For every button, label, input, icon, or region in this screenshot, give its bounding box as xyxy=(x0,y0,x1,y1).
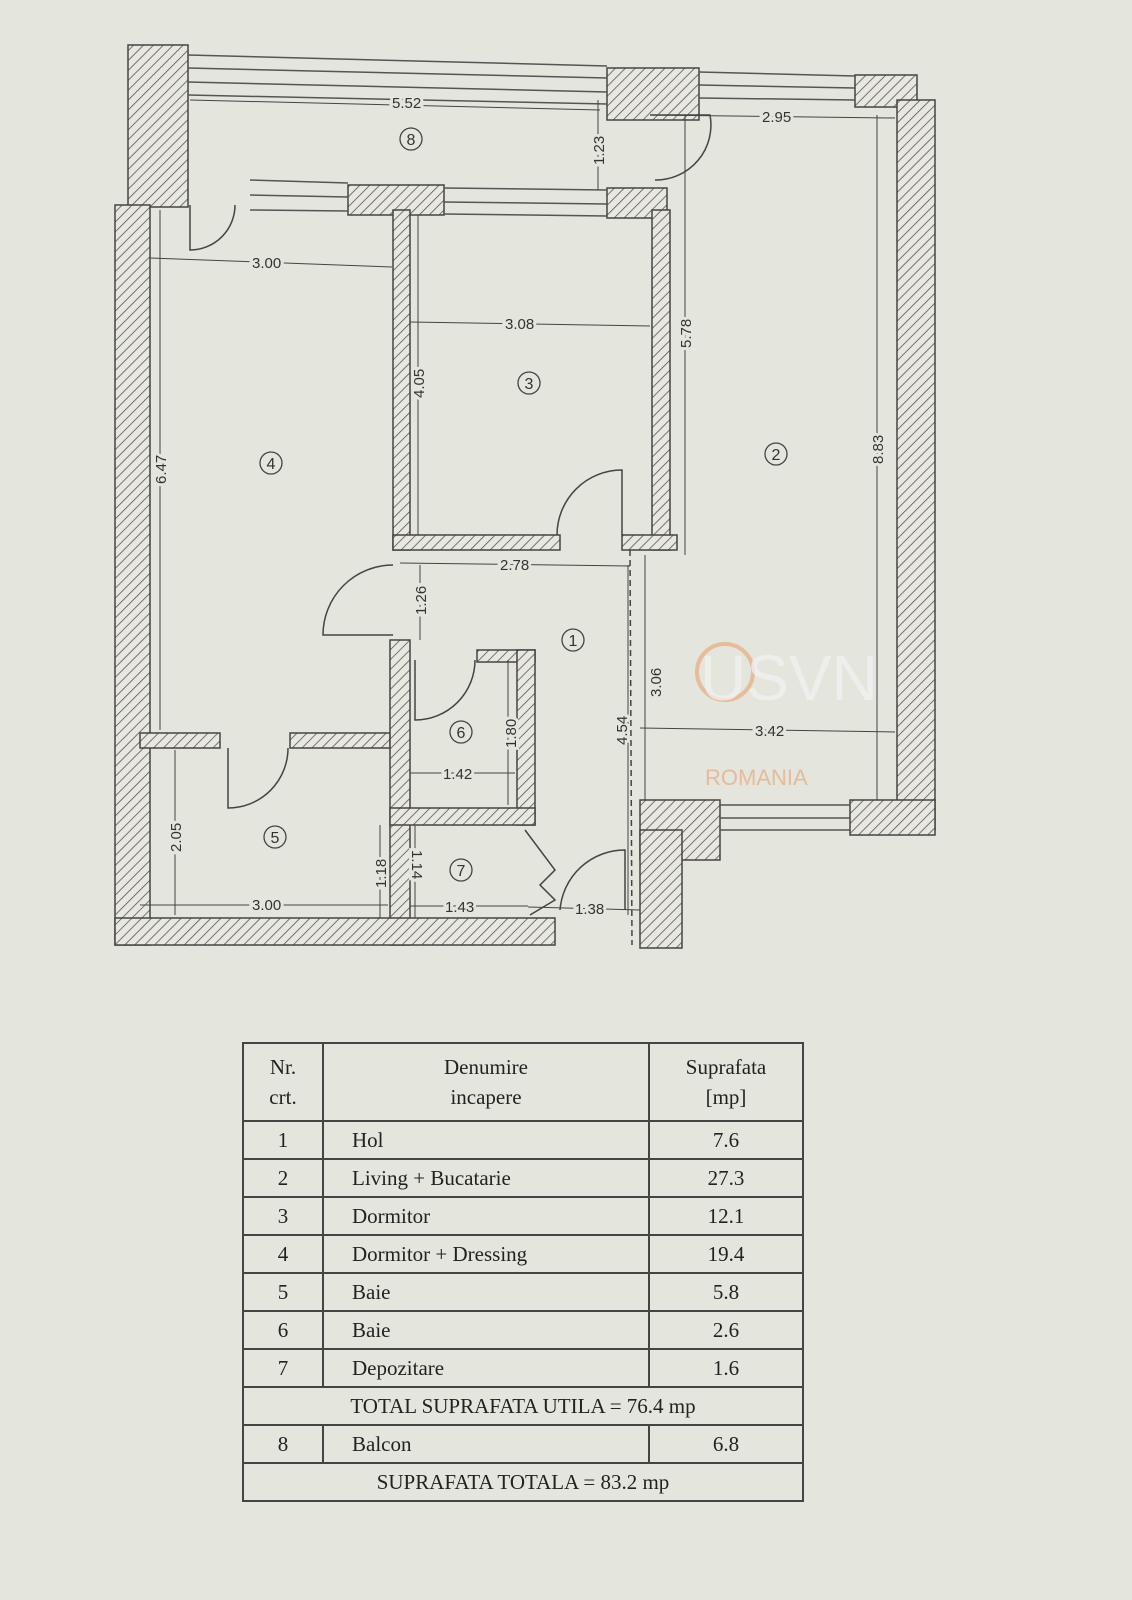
dim-label: 6.47 xyxy=(153,455,170,484)
header-text: Denumire xyxy=(444,1054,528,1079)
dim-label: 5.52 xyxy=(392,95,421,112)
room-number: 3 xyxy=(525,376,534,393)
cell-name: Hol xyxy=(322,1120,650,1160)
room-numbers xyxy=(259,127,788,882)
cell-area: 2.6 xyxy=(648,1310,804,1350)
dimension-lines xyxy=(140,99,896,918)
dim-label: 1.26 xyxy=(413,586,430,615)
header-text: Nr. xyxy=(269,1054,297,1079)
cell-nr: 7 xyxy=(242,1348,324,1388)
watermark-logo-icon xyxy=(695,642,755,702)
dim-label: 2.78 xyxy=(500,557,529,574)
dim-label: 4.05 xyxy=(411,369,428,398)
cell-nr: 4 xyxy=(242,1234,324,1274)
header-text: Suprafata xyxy=(685,1054,767,1079)
dimension-labels: 5.52 2.95 1.23 3.00 3.08 5.78 4.05 6.47 … xyxy=(150,92,890,921)
table-header: Nr. crt. Denumire incapere Suprafata [mp] xyxy=(242,1042,804,1122)
windows-railing xyxy=(187,54,856,831)
dim-label: 1.23 xyxy=(591,136,608,165)
watermark: USVN ROMANIA xyxy=(695,642,878,790)
dim-label: 3.42 xyxy=(755,723,784,740)
floor-plan: 5.52 2.95 1.23 3.00 3.08 5.78 4.05 6.47 … xyxy=(114,44,936,949)
room-number: 7 xyxy=(457,863,466,880)
dim-label: 1.42 xyxy=(443,766,472,783)
room-number: 5 xyxy=(271,830,280,847)
cell-nr: 3 xyxy=(242,1196,324,1236)
header-area: Suprafata [mp] xyxy=(648,1042,804,1122)
dim-label: 5.78 xyxy=(678,319,695,348)
room-number: 2 xyxy=(772,447,781,464)
doors xyxy=(189,114,712,946)
walls xyxy=(114,44,936,949)
room-number: 1 xyxy=(569,633,578,650)
dim-label: 2.05 xyxy=(168,823,185,852)
total-util: TOTAL SUPRAFATA UTILA = 76.4 mp xyxy=(242,1386,804,1426)
watermark-brand: USVN xyxy=(700,642,878,714)
cell-nr: 5 xyxy=(242,1272,324,1312)
cell-nr: 2 xyxy=(242,1158,324,1198)
cell-area: 5.8 xyxy=(648,1272,804,1312)
dim-label: 3.08 xyxy=(505,316,534,333)
header-nr: Nr. crt. xyxy=(242,1042,324,1122)
cell-area: 7.6 xyxy=(648,1120,804,1160)
cell-nr: 1 xyxy=(242,1120,324,1160)
area-table: Nr. crt. Denumire incapere Suprafata [mp] 1… xyxy=(242,1042,804,1502)
room-number: 8 xyxy=(407,132,416,149)
watermark-sub: ROMANIA xyxy=(705,765,808,790)
cell-area: 19.4 xyxy=(648,1234,804,1274)
dim-label: 8.83 xyxy=(870,435,887,464)
cell-area: 27.3 xyxy=(648,1158,804,1198)
dim-label: 1.14 xyxy=(408,850,425,879)
dim-label: 3.06 xyxy=(648,668,665,697)
dim-label: 1.38 xyxy=(575,901,604,918)
dim-label: 3.00 xyxy=(252,255,281,272)
header-text: [mp] xyxy=(705,1085,747,1109)
cell-nr: 6 xyxy=(242,1310,324,1350)
dim-label: 1.18 xyxy=(373,859,390,888)
dim-label: 2.95 xyxy=(762,109,791,126)
dim-label: 4.54 xyxy=(614,716,631,745)
header-text: incapere xyxy=(450,1085,522,1109)
cell-name: Depozitare xyxy=(322,1348,650,1388)
room-number: 4 xyxy=(267,456,276,473)
dim-label: 1.80 xyxy=(503,719,520,748)
cell-nr: 8 xyxy=(242,1424,324,1464)
header-text: crt. xyxy=(269,1085,297,1109)
total: SUPRAFATA TOTALA = 83.2 mp xyxy=(242,1462,804,1502)
cell-name: Dormitor xyxy=(322,1196,650,1236)
total-row: SUPRAFATA TOTALA = 83.2 mp xyxy=(242,1462,804,1502)
cell-name: Baie xyxy=(322,1272,650,1312)
total-util-row: TOTAL SUPRAFATA UTILA = 76.4 mp xyxy=(242,1386,804,1426)
cell-name: Balcon xyxy=(322,1424,650,1464)
cell-name: Baie xyxy=(322,1310,650,1350)
cell-name: Dormitor + Dressing xyxy=(322,1234,650,1274)
room-number: 6 xyxy=(457,725,466,742)
cell-area: 6.8 xyxy=(648,1424,804,1464)
cell-area: 12.1 xyxy=(648,1196,804,1236)
header-name: Denumire incapere xyxy=(322,1042,650,1122)
cell-area: 1.6 xyxy=(648,1348,804,1388)
dim-label: 3.00 xyxy=(252,897,281,914)
cell-name: Living + Bucatarie xyxy=(322,1158,650,1198)
dim-label: 1.43 xyxy=(445,899,474,916)
